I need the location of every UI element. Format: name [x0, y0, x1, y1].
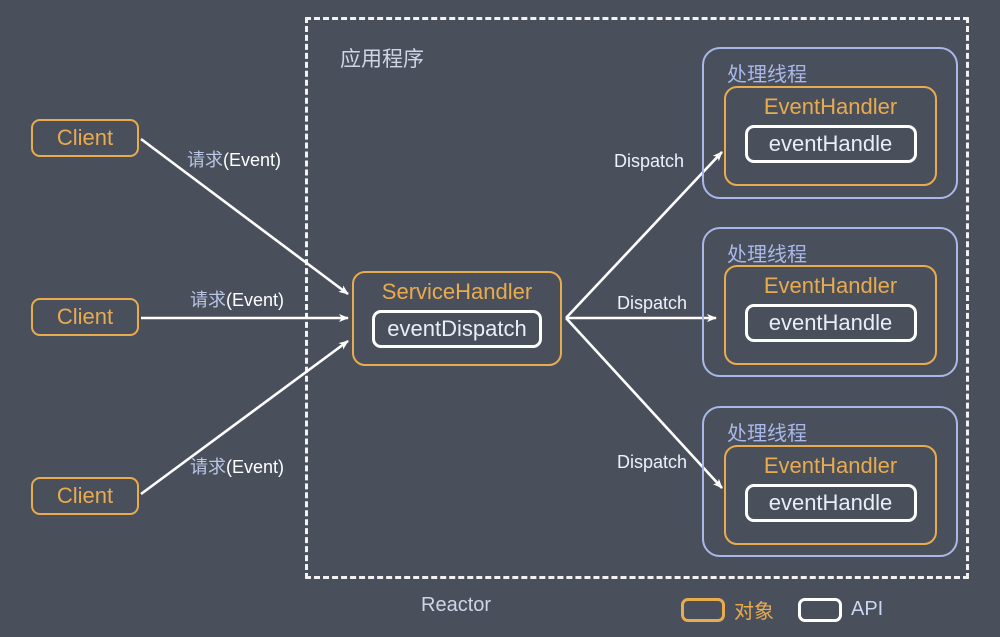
client-box-2[interactable]: Client — [31, 298, 139, 336]
edge-label-request-cn: 请求 — [190, 457, 226, 477]
edge-label-request-1: 请求(Event) — [187, 146, 281, 172]
event-handler-title: EventHandler — [763, 94, 898, 119]
edge-label-request-3: 请求(Event) — [190, 453, 284, 479]
edge-label-request-en: (Event) — [226, 457, 285, 477]
thread-box-2[interactable] — [702, 227, 958, 377]
application-label: 应用程序 — [340, 48, 424, 71]
edge-label-request-2: 请求(Event) — [190, 286, 284, 312]
event-handler-box-1[interactable]: EventHandler eventHandle — [724, 86, 937, 186]
edge-label-dispatch-3: Dispatch — [617, 452, 688, 472]
event-handler-box-2[interactable]: EventHandler eventHandle — [724, 265, 937, 365]
edge-label-request-en: (Event) — [226, 290, 285, 310]
edge-label-request-cn: 请求 — [190, 290, 226, 310]
client-label: Client — [56, 304, 114, 329]
client-box-1[interactable]: Client — [31, 119, 139, 157]
legend-label-object: 对象 — [734, 601, 774, 623]
thread-title-1: 处理线程 — [727, 64, 807, 86]
api-swatch-icon — [798, 597, 842, 622]
service-handler-box[interactable]: ServiceHandler eventDispatch — [352, 271, 562, 366]
event-handler-title: EventHandler — [763, 273, 898, 298]
service-handler-title: ServiceHandler — [381, 279, 533, 304]
edge-label-dispatch-2: Dispatch — [617, 293, 688, 313]
event-handler-title: EventHandler — [763, 453, 898, 478]
reactor-label: Reactor — [421, 594, 492, 616]
client-label: Client — [56, 125, 114, 150]
legend: 对象 API — [681, 595, 883, 624]
service-handler-api-box[interactable]: eventDispatch — [372, 310, 542, 348]
thread-box-3[interactable] — [702, 406, 958, 557]
legend-label-api: API — [851, 598, 884, 620]
event-handle-api-box[interactable]: eventHandle — [744, 484, 917, 522]
edge-label-request-cn: 请求 — [187, 150, 223, 170]
application-boundary — [305, 17, 969, 579]
client-box-3[interactable]: Client — [31, 477, 139, 515]
legend-item-object: 对象 — [681, 595, 774, 624]
event-handler-box-3[interactable]: EventHandler eventHandle — [724, 445, 937, 545]
thread-title-3: 处理线程 — [727, 423, 807, 445]
edge-label-dispatch-1: Dispatch — [614, 151, 685, 171]
event-handle-api-box[interactable]: eventHandle — [744, 125, 917, 163]
edge-label-request-en: (Event) — [223, 150, 282, 170]
thread-box-1[interactable] — [702, 47, 958, 199]
thread-title-2: 处理线程 — [727, 244, 807, 266]
object-swatch-icon — [681, 597, 725, 622]
client-label: Client — [56, 483, 114, 508]
legend-item-api: API — [798, 597, 884, 622]
event-handle-api-box[interactable]: eventHandle — [744, 304, 917, 342]
